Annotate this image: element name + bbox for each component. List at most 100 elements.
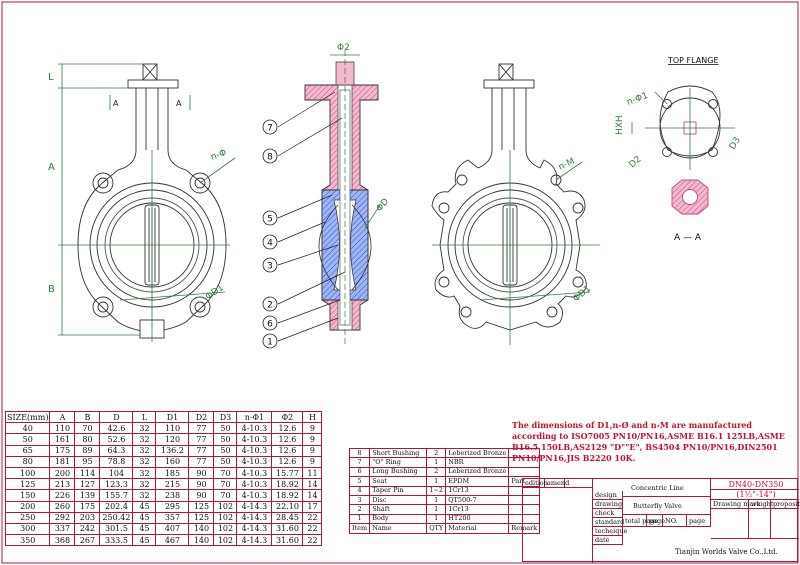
dimension-cell: 125 bbox=[188, 500, 215, 513]
dimension-cell: 160 bbox=[155, 455, 190, 468]
parts-list-cell bbox=[508, 447, 541, 459]
dim-D3-label: D3 bbox=[728, 136, 743, 152]
title-block: edition amend design drawing check stand… bbox=[522, 478, 800, 563]
parts-list-cell: 5 bbox=[348, 476, 371, 487]
dimension-cell: 9 bbox=[302, 422, 323, 435]
col-A: A bbox=[49, 410, 76, 424]
parts-list-cell: "O" Ring bbox=[369, 457, 428, 468]
parts-list-cell: Body bbox=[369, 513, 428, 525]
dimension-cell: 102 bbox=[213, 511, 238, 524]
callout-2: 2 bbox=[267, 301, 273, 311]
dimension-cell: 150 bbox=[4, 489, 51, 502]
dim-A-label: A bbox=[48, 162, 55, 173]
parts-list-cell: 1Cr13 bbox=[445, 504, 510, 515]
dimension-cell: 301.5 bbox=[99, 522, 134, 536]
dimension-cell: 9 bbox=[302, 444, 323, 457]
col-D1: D1 bbox=[155, 410, 190, 424]
dimension-cell: 70 bbox=[74, 422, 101, 435]
dimension-cell: 90 bbox=[188, 478, 215, 491]
callout-6: 6 bbox=[267, 320, 273, 330]
dimension-cell: 140 bbox=[188, 522, 215, 536]
dimension-cell: 77 bbox=[188, 455, 215, 468]
tb-weight: weight bbox=[749, 500, 774, 509]
top-flange-title: TOP FLANGE bbox=[667, 56, 719, 65]
side-section-view bbox=[262, 50, 381, 349]
dimension-cell: 22 bbox=[302, 511, 323, 524]
dimension-cell: 42.6 bbox=[99, 422, 134, 435]
dimension-cell: 333.5 bbox=[99, 534, 134, 547]
dimension-cell: 226 bbox=[49, 489, 76, 502]
dimension-cell: 238 bbox=[155, 489, 190, 502]
dimension-cell: 15.77 bbox=[271, 466, 304, 480]
parts-list-cell: 2 bbox=[426, 447, 447, 459]
col-D2: D2 bbox=[188, 410, 215, 424]
dimension-cell: 12.6 bbox=[271, 455, 304, 468]
bom-footer-name: Name bbox=[369, 523, 428, 534]
tb-product: Butterfly Valve bbox=[623, 497, 711, 515]
dimension-cell: 127 bbox=[74, 478, 101, 491]
dimension-cell: 18.92 bbox=[271, 478, 304, 491]
tb-role-check: check bbox=[593, 509, 623, 518]
parts-list-cell: 2 bbox=[426, 466, 447, 478]
tb-total-page: total page bbox=[623, 515, 659, 527]
dimension-cell: 100 bbox=[4, 466, 51, 480]
tb-role-drawing: drawing bbox=[593, 500, 623, 509]
dimension-cell: 45 bbox=[132, 500, 157, 513]
callout-4: 4 bbox=[267, 239, 273, 249]
dimension-cell: 70 bbox=[213, 489, 238, 502]
dimension-cell: 110 bbox=[49, 422, 76, 435]
parts-list-cell: 6 bbox=[348, 466, 371, 478]
dim-n-phi-label: n-Φ bbox=[210, 148, 228, 163]
dimension-cell: 175 bbox=[74, 500, 101, 513]
tb-company: Tianjin Worlds Valve Co.,Ltd. bbox=[675, 548, 778, 556]
col-B: B bbox=[74, 410, 101, 424]
dimension-cell: 4-14.3 bbox=[236, 511, 273, 524]
col-phi2: Φ2 bbox=[271, 410, 304, 424]
dimension-cell: 80 bbox=[74, 433, 101, 446]
dimension-cell: 50 bbox=[213, 455, 238, 468]
dimension-cell: 104 bbox=[99, 466, 134, 480]
section-mark-right: A bbox=[176, 99, 182, 108]
dimension-cell: 28.45 bbox=[271, 511, 304, 524]
dimension-cell: 295 bbox=[155, 500, 190, 513]
dimension-cell: 77 bbox=[188, 444, 215, 457]
dim-phi2-label: Φ2 bbox=[337, 43, 350, 53]
parts-list-cell: 1 bbox=[426, 513, 447, 525]
dimension-cell: 337 bbox=[49, 522, 76, 536]
dim-HxH-label: HXH bbox=[615, 115, 625, 135]
dim-D2-label: D2 bbox=[628, 155, 644, 171]
dimension-cell: 14 bbox=[302, 489, 323, 502]
lug-view bbox=[431, 63, 587, 331]
dimension-cell: 32 bbox=[132, 422, 157, 435]
dimension-cell: 22 bbox=[302, 534, 323, 547]
parts-list-cell: Taper Pin bbox=[369, 485, 428, 496]
dim-D1-label: ΦD1 bbox=[204, 283, 226, 303]
dimension-cell: 4-10.3 bbox=[236, 433, 273, 446]
parts-list-cell: Leberized Bronze bbox=[445, 466, 510, 478]
section-mark-left: A bbox=[113, 99, 119, 108]
tb-edition: edition bbox=[523, 479, 548, 488]
callout-8: 8 bbox=[267, 153, 273, 163]
dimension-cell: 40 bbox=[4, 422, 51, 435]
parts-list-cell: QT500-7 bbox=[445, 494, 510, 506]
dimension-cell: 4-10.3 bbox=[236, 489, 273, 502]
tb-drawing-mark: Drawing mark bbox=[711, 500, 761, 509]
dimension-cell: 292 bbox=[49, 511, 76, 524]
dimension-cell: 90 bbox=[188, 466, 215, 480]
dimension-cell: 300 bbox=[4, 522, 51, 536]
dimension-table-header: SIZE(mm) A B D L D1 D2 D3 n-Φ1 Φ2 H bbox=[4, 410, 323, 424]
dim-B-label: B bbox=[48, 284, 55, 295]
dimension-cell: 14 bbox=[302, 478, 323, 491]
parts-list-cell bbox=[508, 457, 541, 468]
parts-list-cell: 1Cr13 bbox=[445, 485, 510, 496]
dimension-cell: 139 bbox=[74, 489, 101, 502]
dimension-cell: 200 bbox=[4, 500, 51, 513]
parts-list-cell: Leberized Bronze bbox=[445, 447, 510, 459]
tb-size-inch: (1½"-14") bbox=[711, 490, 799, 500]
